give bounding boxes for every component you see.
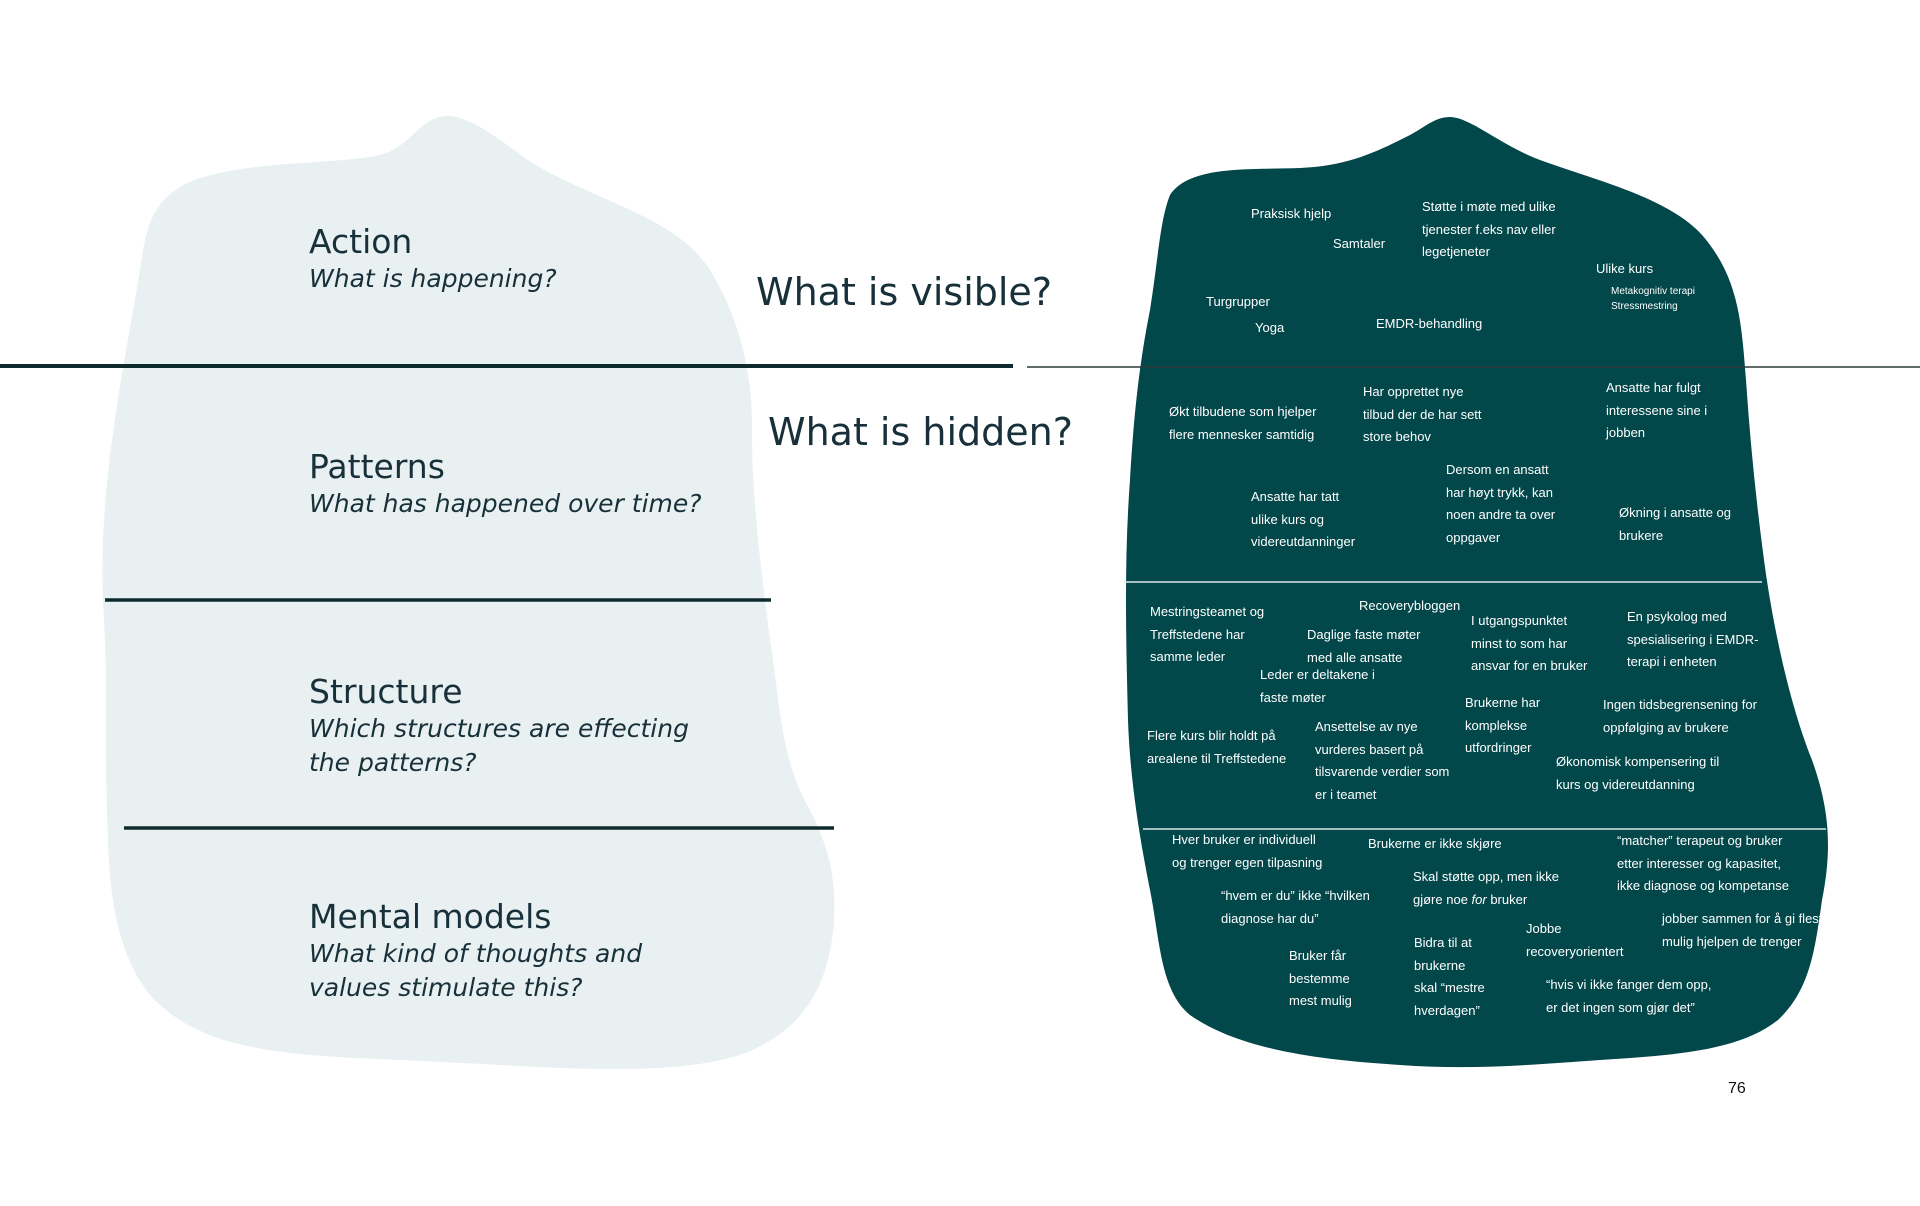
note-action: Ulike kurs: [1596, 261, 1654, 276]
note-line: gjøre noe: [1413, 891, 1472, 907]
note-structure: Økonomisk kompensering til kurs og vider…: [1556, 754, 1720, 792]
note-patterns: Dersom en ansatt har høyt trykk, kan noe…: [1446, 462, 1556, 545]
note-patterns: Økt tilbudene som hjelper flere menneske…: [1169, 404, 1317, 442]
level-question: What kind of thoughts and values stimula…: [309, 939, 643, 1002]
note-action: Metakognitiv terapi Stressmestring: [1611, 286, 1695, 312]
note-patterns: Ansatte har fulgt interessene sine i job…: [1606, 380, 1708, 440]
note-action: EMDR-behandling: [1376, 316, 1483, 331]
note-patterns: Ansatte har tatt ulike kurs og videreutd…: [1251, 489, 1356, 549]
level-action: Action What is happening?: [309, 222, 729, 296]
note-structure: Leder er deltakene i faste møter: [1260, 667, 1375, 705]
note-mental-model: Bidra til at brukerne skal “mestre hverd…: [1414, 935, 1485, 1018]
note-line: bruker: [1486, 891, 1528, 907]
level-title: Action: [309, 222, 413, 261]
note-action: Praksisk hjelp: [1251, 206, 1332, 221]
note-mental-model: Brukerne er ikke skjøre: [1368, 836, 1502, 851]
visible-hidden-divider-left: [0, 364, 1013, 368]
level-title: Patterns: [309, 447, 445, 486]
note-patterns: Økning i ansatte og brukere: [1619, 505, 1732, 543]
note-mental-model: Jobbe recoveryorientert: [1526, 921, 1624, 959]
note-emphasis: for: [1471, 891, 1487, 907]
note-mental-model: jobber sammen for å gi flest mulig hjelp…: [1662, 911, 1823, 949]
note-mental-model: Skal støtte opp, men ikke gjøre noe for b…: [1413, 866, 1559, 911]
level-question: What has happened over time?: [309, 489, 702, 518]
note-structure: I utgangspunktet minst to som har ansvar…: [1471, 613, 1588, 673]
note-action: Støtte i møte med ulike tjenester f.eks …: [1422, 199, 1556, 259]
note-line: Skal støtte opp, men ikke: [1413, 869, 1559, 884]
note-patterns: Har opprettet nye tilbud der de har sett…: [1363, 384, 1482, 444]
note-mental-model: “hvem er du” ikke “hvilken diagnose har …: [1221, 888, 1370, 926]
note-structure: Recoverybloggen: [1359, 598, 1461, 613]
note-mental-model: “matcher” terapeut og bruker etter inter…: [1617, 833, 1790, 893]
note-structure: Flere kurs blir holdt på arealene til Tr…: [1147, 728, 1287, 766]
note-structure: Mestringsteamet og Treffstedene har samm…: [1150, 604, 1265, 664]
level-patterns: Patterns What has happened over time?: [309, 447, 729, 521]
question-hidden: What is hidden?: [768, 410, 1073, 454]
level-mental-models: Mental models What kind of thoughts and …: [309, 897, 729, 1005]
level-title: Mental models: [309, 897, 552, 936]
note-structure: En psykolog med spesialisering i EMDR- t…: [1627, 609, 1759, 669]
note-action: Samtaler: [1333, 236, 1386, 251]
level-question: Which structures are effecting the patte…: [309, 714, 689, 777]
note-structure: Daglige faste møter med alle ansatte: [1307, 627, 1421, 665]
note-mental-model: “hvis vi ikke fanger dem opp, er det ing…: [1546, 977, 1712, 1015]
note-action: Turgrupper: [1206, 294, 1270, 309]
note-action: Yoga: [1255, 320, 1285, 335]
note-mental-model: Bruker får bestemme mest mulig: [1289, 948, 1352, 1008]
level-title: Structure: [309, 672, 463, 711]
level-question: What is happening?: [309, 264, 557, 293]
note-mental-model: Hver bruker er individuell og trenger eg…: [1172, 832, 1323, 870]
note-structure: Brukerne har komplekse utfordringer: [1465, 695, 1541, 755]
note-structure: Ansettelse av nye vurderes basert på til…: [1315, 719, 1450, 802]
question-visible: What is visible?: [756, 270, 1052, 314]
level-structure: Structure Which structures are effecting…: [309, 672, 729, 780]
light-iceberg-shape: [102, 116, 835, 1070]
page-number: 76: [1728, 1080, 1746, 1097]
note-structure: Ingen tidsbegrensening for oppfølging av…: [1603, 697, 1757, 735]
